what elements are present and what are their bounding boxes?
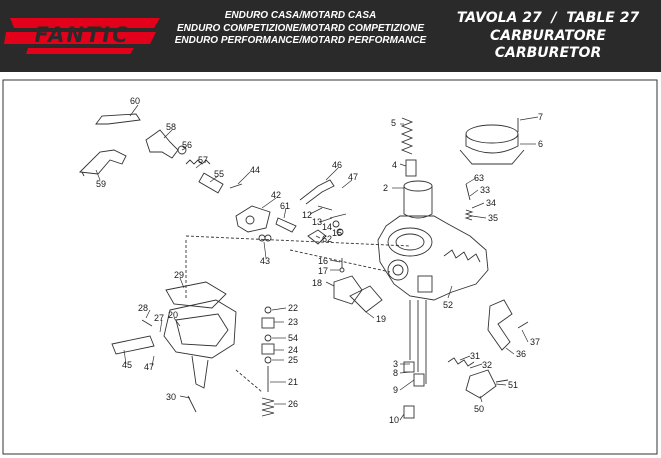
hose-part: [95, 113, 141, 125]
part-label: 63: [474, 173, 484, 183]
part-label: 19: [376, 314, 386, 324]
model-list: ENDURO CASA/MOTARD CASA ENDURO COMPETIZI…: [168, 10, 433, 48]
gasket-part: [165, 281, 227, 309]
starter-valve-part: [145, 129, 179, 159]
part-labels: 60 59 58 56 57 55 44 42 61 43 46 47 12 1…: [96, 96, 543, 425]
part-label: 9: [393, 385, 398, 395]
needle-holder-part: [405, 159, 417, 177]
part-label: 8: [393, 368, 398, 378]
part-label: 30: [166, 392, 176, 402]
part-label: 57: [198, 155, 208, 165]
part-label: 59: [96, 179, 106, 189]
part-label: 36: [516, 349, 526, 359]
part-label: 37: [530, 337, 540, 347]
part-label: 29: [174, 270, 184, 280]
part-label: 6: [538, 139, 543, 149]
title-italian: CARBURATORE: [490, 27, 606, 44]
part-label: 7: [538, 112, 543, 122]
part-label: 31: [470, 351, 480, 361]
part-label: 16: [318, 256, 328, 266]
part-label: 52: [443, 300, 453, 310]
part-label: 47: [144, 362, 154, 372]
part-label: 23: [288, 317, 298, 327]
part-label: 28: [138, 303, 148, 313]
part-label: 24: [288, 345, 298, 355]
slide-spring-part: [400, 117, 414, 155]
part-label: 5: [391, 118, 396, 128]
float-part: [333, 275, 363, 305]
brand-text: FANTIC: [34, 23, 129, 47]
slide-part: [403, 180, 433, 192]
screw-part: [275, 217, 297, 233]
part-label: 58: [166, 122, 176, 132]
part-label: 10: [389, 415, 399, 425]
part-label: 20: [168, 310, 178, 320]
table-number: TAVOLA 27 / TABLE 27: [456, 10, 640, 26]
title-english: CARBURETOR: [494, 45, 602, 61]
part-label: 26: [288, 399, 298, 409]
part-label: 46: [332, 160, 342, 170]
part-label: 14: [322, 222, 332, 232]
part-label: 45: [122, 360, 132, 370]
carburetor-body: [377, 215, 489, 301]
part-label: 2: [383, 183, 388, 193]
part-label: 22: [288, 303, 298, 313]
part-label: 44: [250, 165, 260, 175]
plunger-part: [198, 172, 224, 194]
part-label: 50: [474, 404, 484, 414]
part-label: 55: [214, 169, 224, 179]
part-label: 47: [348, 172, 358, 182]
float-bowl-part: [163, 299, 237, 359]
exploded-parts-diagram: 60 59 58 56 57 55 44 42 61 43 46 47 12 1…: [2, 79, 658, 455]
part-label: 43: [260, 256, 270, 266]
fantic-logo: FANTIC: [4, 18, 160, 54]
part-label: 33: [480, 185, 490, 195]
model-line: ENDURO PERFORMANCE/MOTARD PERFORMANCE: [174, 35, 427, 46]
part-label: 4: [392, 160, 397, 170]
part-label: 25: [288, 355, 298, 365]
part-label: 32: [482, 360, 492, 370]
part-label: 62: [322, 234, 332, 244]
diagram-frame: [2, 79, 658, 455]
pipe-part: [299, 179, 335, 205]
model-line: ENDURO COMPETIZIONE/MOTARD COMPETIZIONE: [176, 22, 425, 34]
part-label: 15: [332, 228, 342, 238]
model-line: ENDURO CASA/MOTARD CASA: [224, 10, 377, 21]
bracket-part: [487, 299, 513, 351]
part-label: 13: [312, 217, 322, 227]
leader-lines: [95, 104, 539, 421]
header-bar: FANTIC ENDURO CASA/MOTARD CASA ENDURO CO…: [0, 0, 661, 72]
part-label: 51: [508, 380, 518, 390]
part-label: 3: [393, 359, 398, 369]
spring-part: [185, 159, 211, 165]
part-label: 42: [271, 190, 281, 200]
part-label: 60: [130, 96, 140, 106]
part-label: 18: [312, 278, 322, 288]
part-drawings: [79, 113, 529, 419]
part-label: 54: [288, 333, 298, 343]
part-label: 21: [288, 377, 298, 387]
part-label: 34: [486, 198, 496, 208]
part-label: 12: [302, 210, 312, 220]
table-title-block: TAVOLA 27 / TABLE 27 CARBURATORE CARBURE…: [440, 10, 656, 63]
part-label: 17: [318, 266, 328, 276]
part-label: 27: [154, 313, 164, 323]
part-label: 56: [182, 140, 192, 150]
part-label: 35: [488, 213, 498, 223]
elbow-hose-part: [79, 149, 127, 175]
lever-part: [235, 205, 271, 233]
carburetor-cover-part: [465, 124, 519, 144]
part-label: 61: [280, 201, 290, 211]
